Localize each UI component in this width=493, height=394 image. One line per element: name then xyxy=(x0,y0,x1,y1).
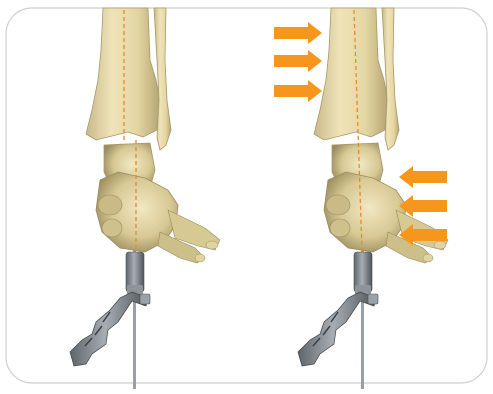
hindfoot-push-arrows xyxy=(399,166,447,246)
tibia-push-arrows xyxy=(274,22,322,102)
frame-border xyxy=(6,8,487,383)
